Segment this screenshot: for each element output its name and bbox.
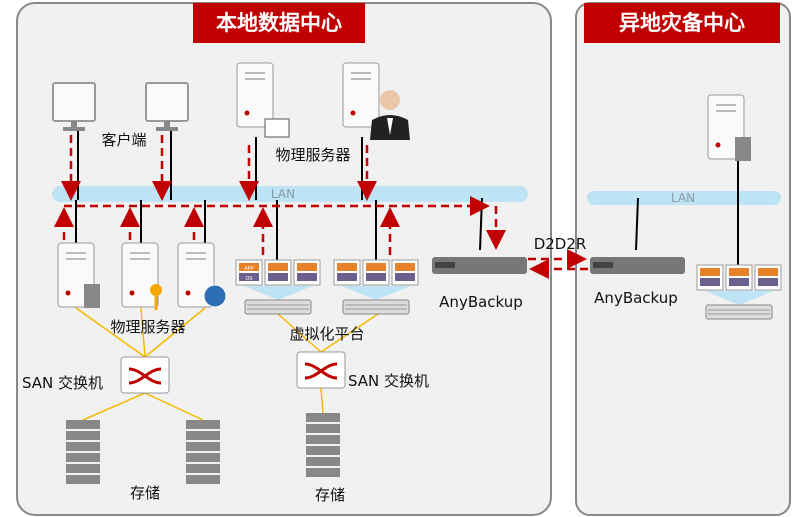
database-icon	[735, 137, 751, 161]
clients-label: 客户端	[101, 131, 146, 149]
remote-center-title-bg	[584, 3, 780, 43]
vm-app-label: APP	[244, 266, 253, 272]
remote-vm-group-icon	[696, 264, 782, 320]
user-icon	[370, 90, 410, 140]
virtualization-label: 虚拟化平台	[289, 325, 364, 343]
database-icon	[84, 284, 100, 308]
anybackup-appliance-icon	[590, 257, 685, 274]
top-servers-label: 物理服务器	[275, 146, 350, 164]
bottom-servers-label: 物理服务器	[110, 318, 185, 336]
remote-anybackup-label: AnyBackup	[594, 289, 678, 307]
anybackup-appliance-icon	[432, 257, 527, 274]
vm-group-icon	[333, 259, 419, 315]
globe-icon	[203, 284, 227, 308]
remote-lan-label: LAN	[671, 191, 695, 205]
storage-left-label: 存储	[130, 484, 160, 502]
remote-lan-bar	[587, 191, 781, 205]
server-icon	[342, 62, 380, 128]
key-server-icon	[121, 242, 159, 308]
san-switch-left-label: SAN 交换机	[22, 374, 103, 392]
remote-center-title: 异地灾备中心	[619, 11, 745, 35]
san-switch-icon	[119, 355, 171, 395]
local-center-title-bg	[193, 3, 365, 43]
san-switch-icon	[295, 350, 347, 390]
local-anybackup-label: AnyBackup	[439, 293, 523, 311]
san-switch-mid-label: SAN 交换机	[348, 372, 429, 390]
vm-os-label: OS	[245, 276, 252, 282]
local-center-title: 本地数据中心	[216, 11, 342, 35]
mail-envelope-icon	[264, 118, 290, 138]
key-icon	[150, 284, 162, 310]
local-lan-label: LAN	[271, 187, 295, 201]
d2d2r-label: D2D2R	[534, 235, 587, 253]
mail-server-icon	[236, 62, 274, 128]
storage-mid-label: 存储	[315, 486, 345, 504]
